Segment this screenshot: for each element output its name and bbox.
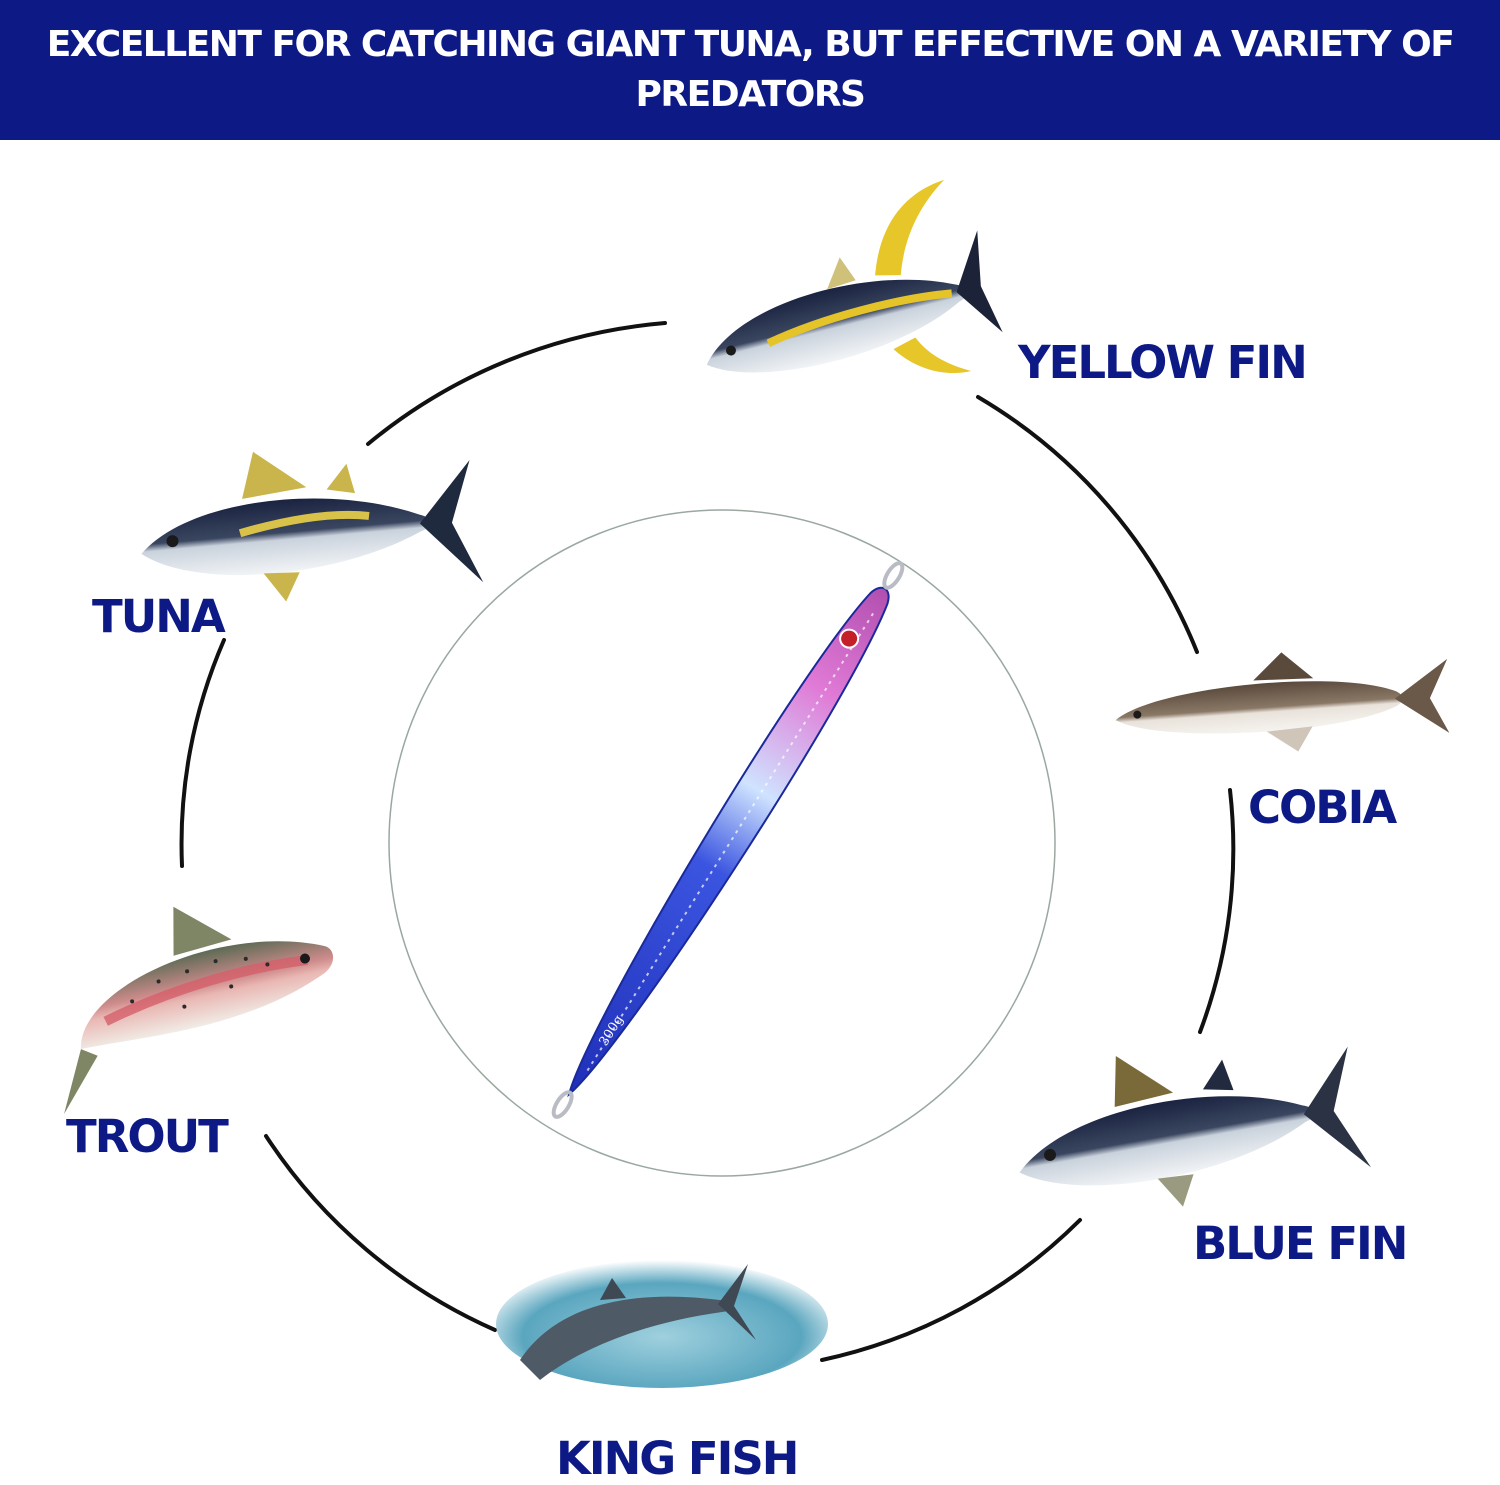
kingfish-icon	[496, 1260, 828, 1388]
tuna-icon	[141, 451, 484, 602]
arc-bluefin-to-kingfish	[820, 1218, 1082, 1362]
label-tuna: TUNA	[92, 590, 226, 643]
rainbow-trout-icon	[64, 906, 334, 1115]
bluefin-tuna-icon	[1019, 1046, 1372, 1207]
arc-yellowfin-to-cobia	[976, 395, 1199, 654]
connector-arcs	[179, 321, 1236, 1362]
arc-tuna-to-yellowfin	[366, 321, 667, 446]
arc-cobia-to-bluefin	[1198, 788, 1236, 1034]
arc-trout-to-tuna	[179, 638, 226, 868]
label-cobia: COBIA	[1248, 781, 1397, 834]
jig-lure-icon: 300g	[551, 561, 905, 1119]
label-trout: TROUT	[66, 1110, 229, 1163]
yellowfin-tuna-icon	[706, 179, 1003, 374]
arc-kingfish-to-trout	[264, 1134, 497, 1332]
cobia-icon	[1115, 652, 1450, 752]
label-blue-fin: BLUE FIN	[1193, 1217, 1408, 1270]
label-yellow-fin: YELLOW FIN	[1018, 336, 1308, 389]
label-king-fish: KING FISH	[556, 1432, 799, 1485]
header-banner: EXCELLENT FOR CATCHING GIANT TUNA, BUT E…	[0, 0, 1500, 140]
headline: EXCELLENT FOR CATCHING GIANT TUNA, BUT E…	[46, 24, 1455, 115]
